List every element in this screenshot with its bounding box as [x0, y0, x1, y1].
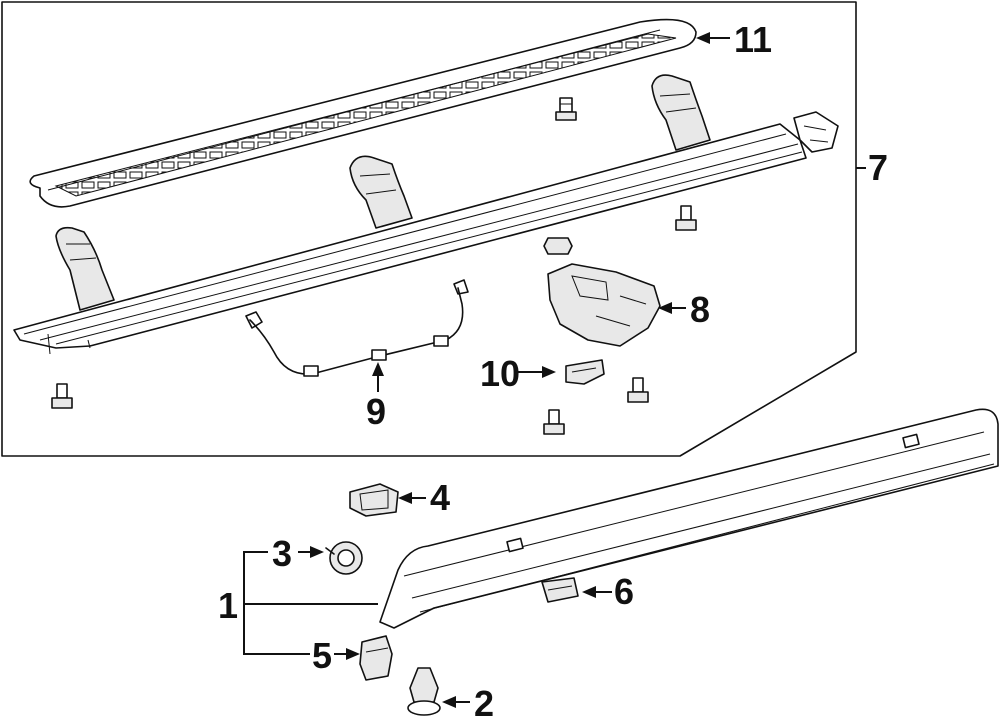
- callout-9: 9: [366, 391, 386, 432]
- callout-11: 11: [734, 19, 772, 60]
- part-4: [349, 483, 399, 517]
- mount-bracket-right: [651, 74, 711, 151]
- rocker-molding: [379, 408, 999, 629]
- leader-8: [658, 302, 686, 314]
- leader-3: [298, 546, 324, 558]
- callout-8: 8: [690, 289, 710, 330]
- leader-9: [372, 362, 384, 392]
- step-pad: [29, 18, 697, 208]
- callout-3: 3: [272, 533, 292, 574]
- bracket-8: [547, 263, 661, 347]
- bolt-c: [51, 383, 73, 409]
- assembly-box: [1, 1, 857, 457]
- end-cap-clip: [793, 111, 839, 153]
- part-3: [325, 541, 363, 575]
- leader-2: [442, 696, 470, 708]
- bolt-d: [543, 409, 565, 435]
- mount-bracket-center: [349, 155, 413, 229]
- clip-10: [565, 359, 605, 385]
- callout-1: 1: [218, 585, 238, 626]
- callout-2: 2: [474, 683, 494, 724]
- part-2: [407, 667, 441, 716]
- callout-6: 6: [614, 571, 634, 612]
- nut-clip: [543, 237, 573, 255]
- wire-harness-9: [245, 279, 469, 377]
- callout-4: 4: [430, 477, 450, 518]
- callout-7: 7: [868, 147, 888, 188]
- part-5: [359, 635, 393, 681]
- leader-4: [398, 492, 426, 504]
- mount-bracket-left: [55, 226, 115, 311]
- leader-11: [696, 32, 730, 44]
- bolt-a: [555, 97, 577, 121]
- bolt-e: [627, 377, 649, 403]
- part-6: [541, 577, 579, 603]
- callout-10: 10: [480, 353, 520, 394]
- leader-10: [518, 366, 556, 378]
- running-board-rail: [13, 123, 807, 355]
- leader-6: [582, 586, 612, 598]
- callout-5: 5: [312, 635, 332, 676]
- leader-5: [334, 648, 360, 660]
- bolt-b: [675, 205, 697, 231]
